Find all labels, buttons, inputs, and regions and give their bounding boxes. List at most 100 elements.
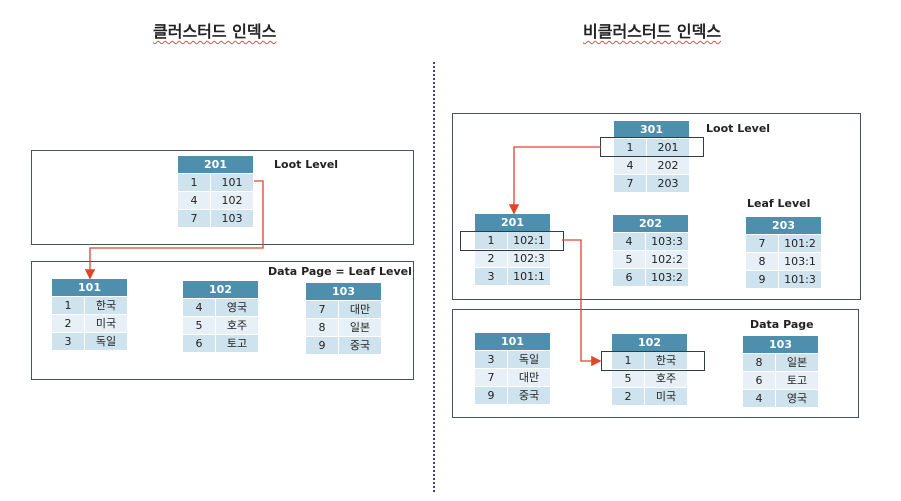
value-cell: 영국 xyxy=(786,392,808,405)
value-cell: 102 xyxy=(221,194,243,207)
value-cell: 일본 xyxy=(349,321,371,334)
value-cell: 일본 xyxy=(786,356,808,369)
value-cell: 103:2 xyxy=(651,271,683,284)
highlight-r301-row1 xyxy=(600,137,704,157)
title-nonclustered-index: 비클러스터드 인덱스 xyxy=(583,22,722,41)
table-header: 301 xyxy=(614,121,689,139)
table-row: 7 대만 xyxy=(306,301,381,319)
table-row: 5 호주 xyxy=(183,317,258,335)
value-cell: 영국 xyxy=(226,301,248,314)
key-cell: 2 xyxy=(612,388,645,405)
value-cell: 한국 xyxy=(655,354,677,367)
value-cell: 미국 xyxy=(95,317,117,330)
table-header: 203 xyxy=(746,217,821,235)
table-header: 101 xyxy=(475,333,550,351)
table-header: 101 xyxy=(52,279,127,297)
key-cell: 3 xyxy=(475,351,508,368)
value-cell: 102:2 xyxy=(651,253,683,266)
value-cell: 한국 xyxy=(95,299,117,312)
right-data-page-label: Data Page xyxy=(750,318,814,331)
key-cell: 5 xyxy=(612,370,645,387)
key-cell: 4 xyxy=(613,233,646,250)
value-cell: 대만 xyxy=(349,303,371,316)
left-root-level-label: Loot Level xyxy=(274,158,339,171)
table-row: 6 103:2 xyxy=(613,269,688,287)
key-cell: 7 xyxy=(306,301,339,318)
left-data-page-label: Data Page = Leaf Level xyxy=(268,265,412,278)
value-cell: 중국 xyxy=(518,389,540,402)
key-cell: 7 xyxy=(746,235,779,252)
key-cell: 8 xyxy=(746,253,779,270)
key-cell: 1 xyxy=(475,232,508,249)
key-cell: 5 xyxy=(183,317,216,334)
section-divider xyxy=(433,62,435,492)
highlight-r201-row1 xyxy=(460,231,564,251)
key-cell: 2 xyxy=(52,315,85,332)
table-row: 1 102:1 xyxy=(475,232,550,250)
key-cell: 7 xyxy=(614,175,647,192)
key-cell: 1 xyxy=(612,352,645,369)
table-row: 2 미국 xyxy=(52,315,127,333)
key-cell: 7 xyxy=(475,369,508,386)
value-cell: 101:2 xyxy=(784,237,816,250)
table-header: 102 xyxy=(183,281,258,299)
key-cell: 6 xyxy=(183,335,216,352)
value-cell: 103:1 xyxy=(784,255,816,268)
value-cell: 101:1 xyxy=(513,270,545,283)
value-cell: 102:1 xyxy=(513,234,545,247)
table-header: 201 xyxy=(475,214,550,232)
value-cell: 호주 xyxy=(655,372,677,385)
table-row: 4 영국 xyxy=(183,299,258,317)
table-row: 1 101 xyxy=(178,174,253,192)
key-cell: 9 xyxy=(306,337,339,354)
key-cell: 4 xyxy=(183,299,216,316)
key-cell: 1 xyxy=(178,174,211,191)
table-row: 1 한국 xyxy=(612,352,687,370)
table-header: 202 xyxy=(613,215,688,233)
table-row: 1 한국 xyxy=(52,297,127,315)
key-cell: 1 xyxy=(52,297,85,314)
value-cell: 중국 xyxy=(349,339,371,352)
key-cell: 6 xyxy=(613,269,646,286)
highlight-r102-row1 xyxy=(601,351,705,371)
key-cell: 4 xyxy=(614,157,647,174)
table-header: 103 xyxy=(306,283,381,301)
key-cell: 6 xyxy=(743,372,776,389)
key-cell: 7 xyxy=(178,210,211,227)
value-cell: 토고 xyxy=(226,337,248,350)
value-cell: 203 xyxy=(657,177,679,190)
value-cell: 호주 xyxy=(226,319,248,332)
table-row: 9 중국 xyxy=(475,387,550,405)
key-cell: 9 xyxy=(746,271,779,288)
table-header: 103 xyxy=(743,336,818,354)
table-row: 8 103:1 xyxy=(746,253,821,271)
value-cell: 101 xyxy=(221,176,243,189)
table-header: 102 xyxy=(612,334,687,352)
key-cell: 9 xyxy=(475,387,508,404)
key-cell: 3 xyxy=(52,333,85,350)
key-cell: 1 xyxy=(614,139,647,156)
value-cell: 미국 xyxy=(655,390,677,403)
table-row: 7 203 xyxy=(614,175,689,193)
table-row: 5 호주 xyxy=(612,370,687,388)
key-cell: 8 xyxy=(743,354,776,371)
